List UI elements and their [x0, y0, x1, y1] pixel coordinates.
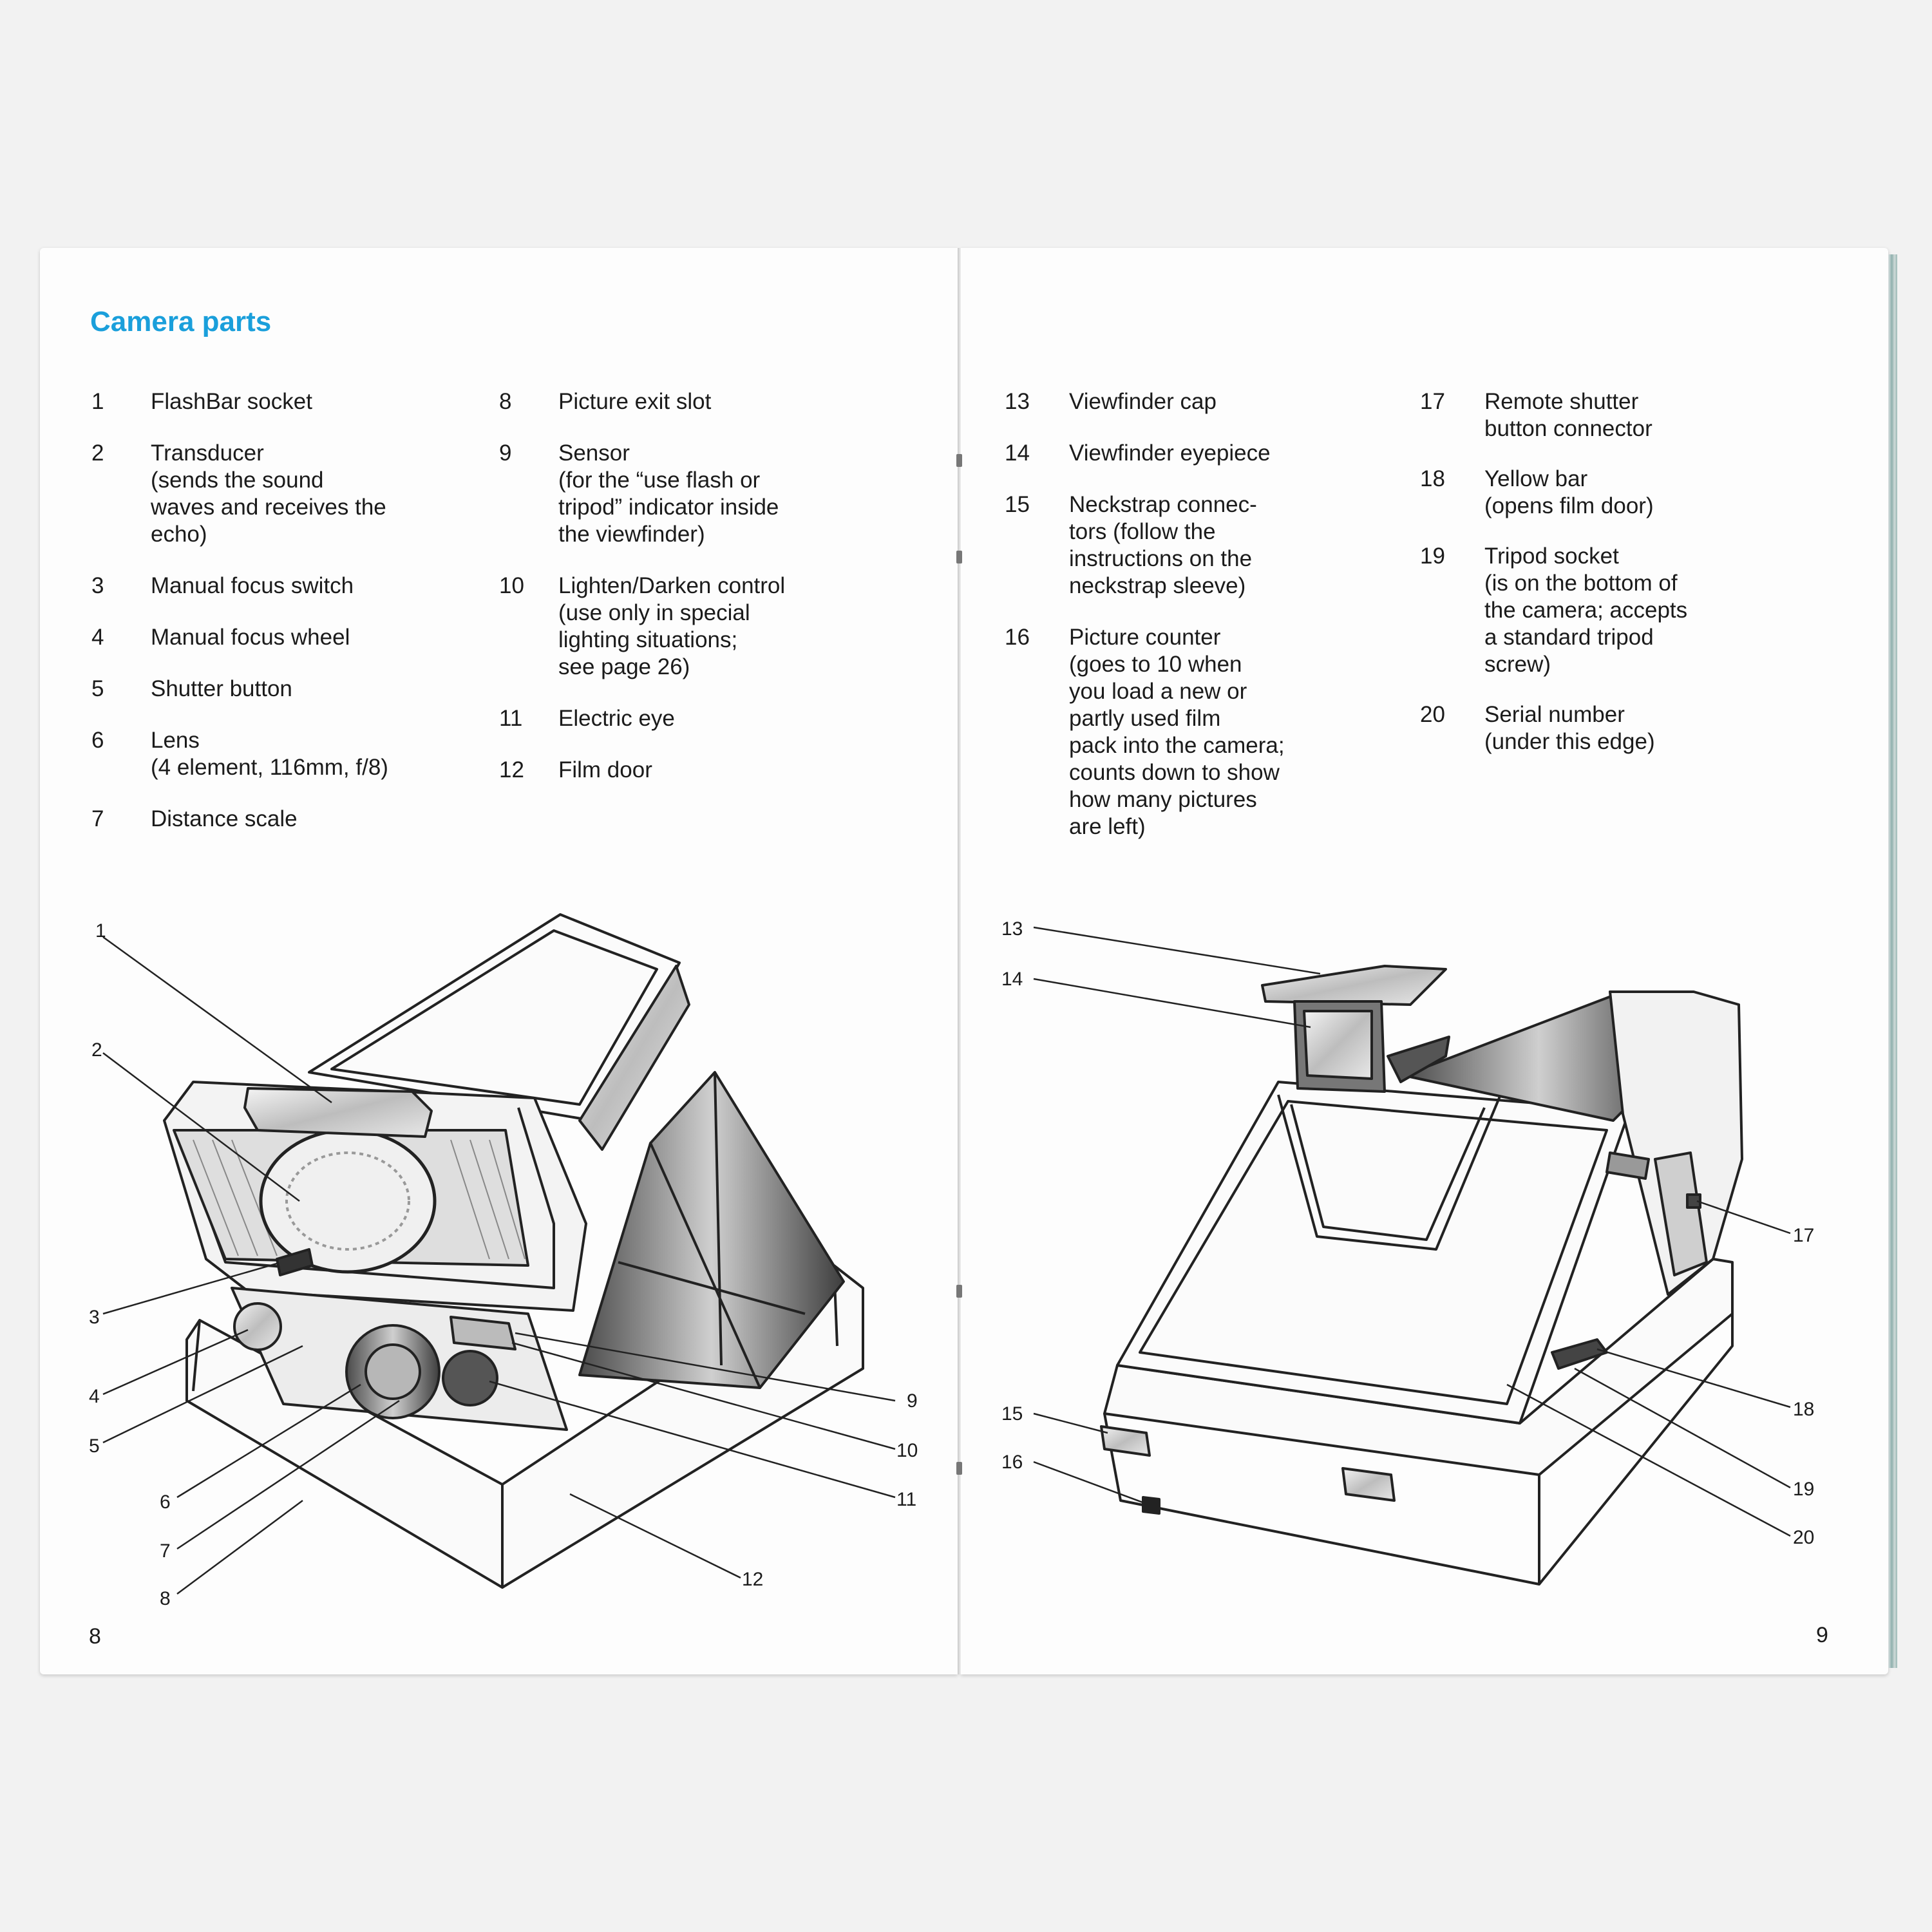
part-description: Electric eye — [558, 706, 675, 731]
part-description: Yellow bar (opens film door) — [1484, 466, 1654, 518]
parts-list-item: 18 Yellow bar (opens film door) — [1420, 466, 1819, 520]
part-number: 1 — [91, 389, 104, 414]
parts-list-item: 4 Manual focus wheel — [91, 624, 484, 651]
parts-list-item: 1 FlashBar socket — [91, 388, 484, 415]
camera-front-illustration — [163, 913, 864, 1589]
callout-number: 11 — [896, 1489, 916, 1510]
part-description: Film door — [558, 757, 652, 782]
part-number: 7 — [91, 806, 104, 831]
part-number: 5 — [91, 676, 104, 701]
page-number: 9 — [1816, 1623, 1828, 1647]
part-number: 6 — [91, 728, 104, 753]
part-number: 10 — [499, 573, 524, 598]
part-number: 4 — [91, 625, 104, 650]
parts-list-item: 5 Shutter button — [91, 676, 484, 703]
part-number: 20 — [1420, 702, 1445, 727]
part-number: 15 — [1005, 492, 1030, 517]
gutter — [958, 248, 961, 1674]
callout-number: 10 — [896, 1440, 918, 1461]
parts-list-item: 15 Neckstrap connec- tors (follow the ins… — [1005, 491, 1417, 600]
part-description: Viewfinder eyepiece — [1069, 440, 1271, 466]
camera-rear-illustration — [1100, 965, 1743, 1586]
callout-number: 6 — [160, 1492, 171, 1513]
callout-number: 14 — [1001, 969, 1023, 990]
part-description: Tripod socket (is on the bottom of the c… — [1484, 544, 1688, 677]
part-number: 18 — [1420, 466, 1445, 491]
callout-number: 2 — [91, 1039, 102, 1061]
part-description: Picture exit slot — [558, 389, 712, 414]
staple — [956, 1462, 962, 1475]
parts-list-right-2: 17 Remote shutter button connector 18 Yello… — [1420, 364, 1819, 755]
parts-list-item: 3 Manual focus switch — [91, 573, 484, 600]
page-number: 8 — [89, 1624, 101, 1649]
part-description: Remote shutter button connector — [1484, 389, 1653, 441]
callout-number: 3 — [89, 1307, 100, 1328]
part-description: Transducer (sends the sound waves and re… — [151, 440, 386, 547]
page-title: Camera parts — [90, 306, 272, 337]
parts-list-item: 9 Sensor (for the “use flash or tripod” i… — [499, 440, 950, 548]
part-number: 14 — [1005, 440, 1030, 466]
part-number: 17 — [1420, 389, 1445, 414]
callout-number: 5 — [89, 1435, 100, 1457]
part-description: Lens (4 element, 116mm, f/8) — [151, 728, 388, 780]
callout-lines — [102, 926, 1791, 1595]
parts-list-item: 16 Picture counter (goes to 10 when you l… — [1005, 624, 1417, 840]
parts-list-item: 17 Remote shutter button connector — [1420, 388, 1819, 442]
booklet-spread — [40, 248, 1897, 1681]
parts-list-item: 2 Transducer (sends the sound waves and r… — [91, 440, 484, 548]
callout-labels: 1 2 3 4 5 6 7 8 9 10 11 12 13 14 15 16 1… — [89, 918, 1814, 1609]
parts-list-item: 13 Viewfinder cap — [1005, 388, 1417, 415]
callout-number: 1 — [95, 920, 106, 942]
part-description: Shutter button — [151, 676, 292, 701]
part-number: 2 — [91, 440, 104, 466]
part-description: Picture counter (goes to 10 when you loa… — [1069, 625, 1285, 839]
parts-list-item: 19 Tripod socket (is on the bottom of the… — [1420, 543, 1819, 678]
parts-list-item: 12 Film door — [499, 757, 950, 784]
parts-list-item: 14 Viewfinder eyepiece — [1005, 440, 1417, 467]
callout-number: 18 — [1793, 1399, 1814, 1420]
part-number: 13 — [1005, 389, 1030, 414]
part-number: 8 — [499, 389, 512, 414]
callout-number: 13 — [1001, 918, 1023, 940]
part-description: Distance scale — [151, 806, 298, 831]
callout-number: 15 — [1001, 1403, 1023, 1425]
parts-list-left-2: 8 Picture exit slot 9 Sensor (for the “use … — [499, 364, 950, 784]
callout-number: 12 — [742, 1569, 763, 1590]
part-description: Viewfinder cap — [1069, 389, 1217, 414]
callout-number: 9 — [907, 1390, 918, 1412]
part-description: Neckstrap connec- tors (follow the instr… — [1069, 492, 1257, 598]
callout-number: 16 — [1001, 1452, 1023, 1473]
parts-list-item: 11 Electric eye — [499, 705, 950, 732]
part-description: Serial number (under this edge) — [1484, 702, 1655, 754]
callout-number: 7 — [160, 1540, 171, 1562]
part-number: 19 — [1420, 544, 1445, 569]
callout-number: 19 — [1793, 1479, 1814, 1500]
staple — [956, 551, 962, 564]
part-description: Sensor (for the “use flash or tripod” in… — [558, 440, 779, 547]
callout-number: 8 — [160, 1588, 171, 1609]
parts-list-item: 6 Lens (4 element, 116mm, f/8) — [91, 727, 484, 781]
callout-number: 20 — [1793, 1527, 1814, 1548]
parts-list-item: 20 Serial number (under this edge) — [1420, 701, 1819, 755]
part-number: 9 — [499, 440, 512, 466]
staple — [956, 454, 962, 467]
parts-list-right-1: 13 Viewfinder cap 14 Viewfinder eyepiece 15 N… — [1005, 364, 1417, 840]
callout-number: 17 — [1793, 1225, 1814, 1246]
part-description: FlashBar socket — [151, 389, 312, 414]
page-edge — [1888, 254, 1897, 1668]
parts-list-left-1: 1 FlashBar socket 2 Transducer (sends the s… — [91, 364, 484, 833]
part-description: Manual focus wheel — [151, 625, 350, 650]
part-number: 11 — [499, 706, 523, 731]
part-number: 16 — [1005, 625, 1030, 650]
parts-list-item: 10 Lighten/Darken control (use only in sp… — [499, 573, 950, 681]
part-description: Lighten/Darken control (use only in spec… — [558, 573, 786, 679]
part-description: Manual focus switch — [151, 573, 354, 598]
parts-list-item: 8 Picture exit slot — [499, 388, 950, 415]
part-number: 3 — [91, 573, 104, 598]
part-number: 12 — [499, 757, 524, 782]
staple — [956, 1285, 962, 1298]
callout-number: 4 — [89, 1386, 100, 1407]
parts-list-item: 7 Distance scale — [91, 806, 484, 833]
